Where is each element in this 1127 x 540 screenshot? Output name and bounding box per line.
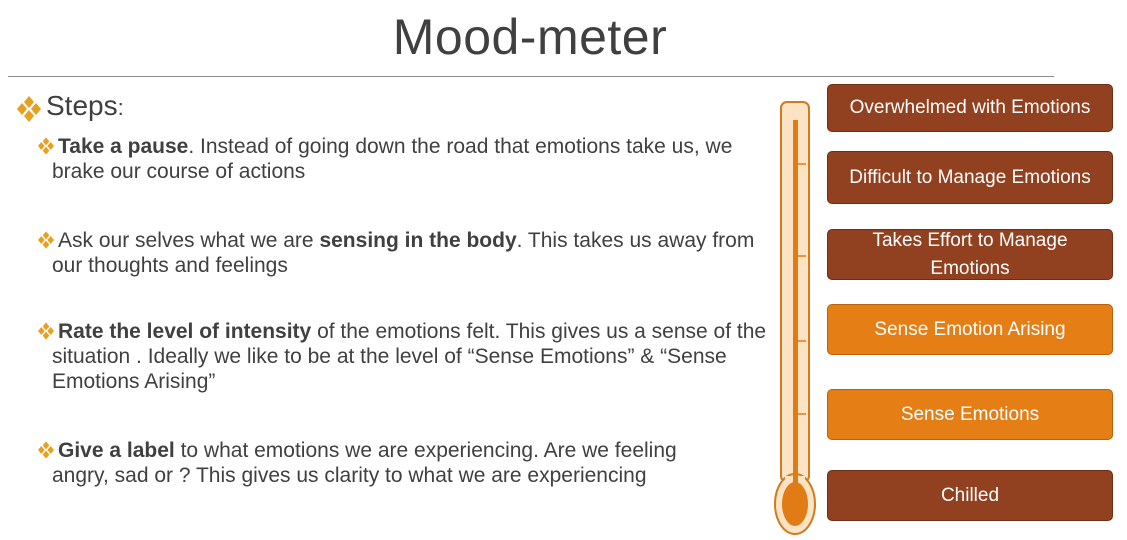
level-sense-emotion-arising: Sense Emotion Arising xyxy=(827,304,1113,355)
diamond-cluster-icon xyxy=(38,322,54,340)
step-take-pause: Take a pause. Instead of going down the … xyxy=(52,134,772,184)
step-text-pre: Ask our selves what we are xyxy=(58,229,320,252)
step-give-label: Give a label to what emotions we are exp… xyxy=(52,438,732,488)
thermometer-icon xyxy=(774,101,816,535)
level-difficult-to-manage: Difficult to Manage Emotions xyxy=(827,151,1113,204)
diamond-cluster-icon xyxy=(17,96,41,122)
level-label: Difficult to Manage Emotions xyxy=(849,166,1091,188)
steps-heading-colon: : xyxy=(117,95,124,120)
step-sensing: Ask our selves what we are sensing in th… xyxy=(52,228,772,278)
diamond-cluster-icon xyxy=(38,441,54,459)
diamond-cluster-icon xyxy=(38,137,54,155)
level-label: Sense Emotion Arising xyxy=(874,318,1066,340)
level-sense-emotions: Sense Emotions xyxy=(827,389,1113,440)
step-bold: Take a pause xyxy=(58,135,189,158)
page-title: Mood-meter xyxy=(392,9,668,65)
diamond-cluster-icon xyxy=(38,231,54,249)
step-text: . Instead of going down the road that em… xyxy=(52,135,733,183)
step-bold: sensing in the body xyxy=(319,229,517,252)
title-divider xyxy=(8,76,1054,77)
level-takes-effort: Takes Effort to Manage Emotions xyxy=(827,229,1113,280)
level-label: Takes Effort to Manage Emotions xyxy=(872,229,1068,279)
level-label: Sense Emotions xyxy=(900,403,1040,425)
steps-heading: Steps: xyxy=(46,88,124,126)
level-chilled: Chilled xyxy=(827,470,1113,521)
step-bold: Rate the level of intensity xyxy=(58,320,312,343)
step-text: of the emotions felt. This gives us a se… xyxy=(52,320,767,393)
step-text: . This takes us away from our thoughts a… xyxy=(52,229,755,277)
level-overwhelmed: Overwhelmed with Emotions xyxy=(827,84,1113,132)
step-bold: Give a label xyxy=(58,439,175,462)
step-text: to what emotions we are experiencing. Ar… xyxy=(52,439,677,487)
step-rate-intensity: Rate the level of intensity of the emoti… xyxy=(52,319,772,394)
steps-heading-label: Steps xyxy=(46,90,118,121)
level-label: Overwhelmed with Emotions xyxy=(849,97,1091,118)
level-label: Chilled xyxy=(940,484,1000,506)
